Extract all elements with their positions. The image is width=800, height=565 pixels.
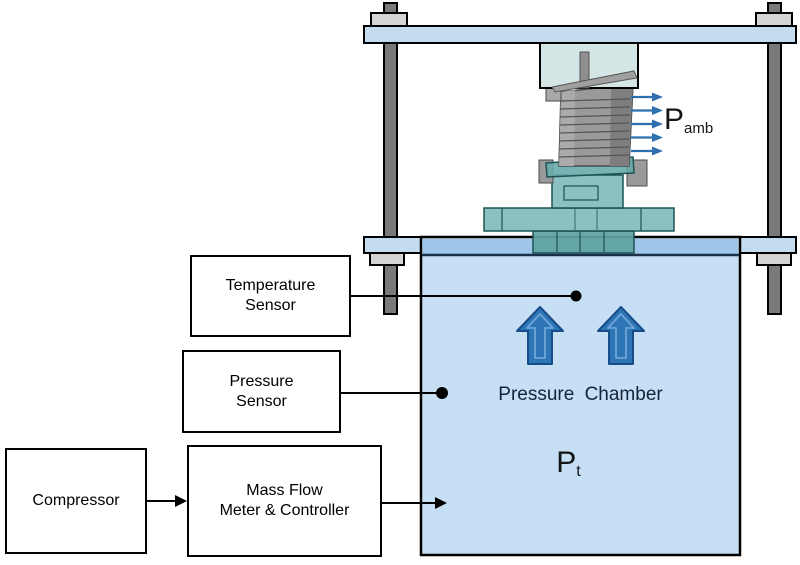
bottom-bolt-nuts [369,252,792,266]
temperature-sensor-box: Temperature Sensor [190,255,351,337]
device-flange-base [483,207,675,232]
compressor-box: Compressor [5,448,147,554]
pamb-subscript: amb [684,120,714,137]
device-pin [579,51,590,89]
top-plate [363,25,797,44]
pressure-sensor-line [341,387,448,399]
device-top-block [539,42,639,93]
temperature-sensor-dot [570,290,582,302]
device-flange-middle [551,174,624,209]
meter-to-chamber-arrow [382,497,447,509]
compressor-to-meter-arrow [147,495,187,507]
temperature-sensor-label-line1: Temperature [225,277,316,294]
mass-flow-label-line2: Meter & Controller [219,502,350,519]
pt-symbol: P [556,446,577,479]
left-support-rod [383,2,398,315]
pt-subscript: t [576,463,581,480]
right-support-rod [767,2,782,315]
pressure-sensor-label-line2: Sensor [236,392,287,410]
total-pressure-symbol: Pt [409,446,728,480]
mass-flow-meter-box: Mass Flow Meter & Controller [187,445,382,557]
device-base-tab [532,230,635,254]
nozzle-stack [545,83,634,167]
mass-flow-label-line1: Mass Flow [246,482,323,499]
pressure-chamber-body [419,235,742,557]
device-angled-plate [551,70,638,93]
top-bolt-nuts [370,12,793,27]
test-device [483,42,675,254]
pamb-symbol: P [664,103,685,136]
ambient-pressure-symbol: Pamb [664,103,713,137]
pressure-sensor-label-line1: Pressure [229,372,294,390]
pressure-sensor-dot [436,387,448,399]
ambient-flow-arrows [631,92,663,156]
pressure-sensor-box: Pressure Sensor [182,350,341,433]
pressure-chamber-label: Pressure Chamber [498,384,663,405]
temperature-sensor-line [351,290,582,302]
bottom-plate [363,236,797,254]
chamber-flow-up-arrows [516,306,645,365]
temperature-sensor-label-line2: Sensor [245,297,296,314]
compressor-label: Compressor [32,492,120,509]
